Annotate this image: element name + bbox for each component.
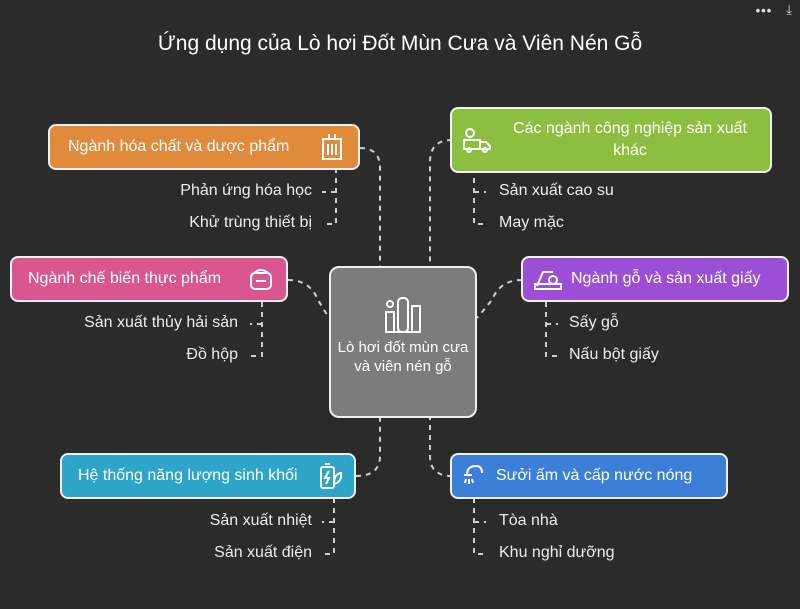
energy-item-2: Sản xuất điện bbox=[214, 544, 312, 561]
building-icon bbox=[320, 133, 344, 161]
branch-energy: Hệ thống năng lượng sinh khối bbox=[60, 453, 356, 499]
eco-battery-icon bbox=[318, 462, 344, 490]
connector-industry bbox=[429, 139, 453, 266]
branch-heating-label: Sưởi ấm và cấp nước nóng bbox=[496, 467, 693, 484]
center-node: Lò hơi đốt mùn cưa và viên nén gỗ bbox=[329, 266, 477, 418]
connector-industry-items bbox=[473, 168, 486, 225]
diagram-title: Ứng dụng của Lò hơi Đốt Mùn Cưa và Viên … bbox=[157, 32, 643, 55]
center-label: Lò hơi đốt mùn cưa và viên nén gỗ bbox=[337, 339, 469, 375]
connector-chemical bbox=[359, 147, 381, 266]
branch-chemical-label: Ngành hóa chất và dược phẩm bbox=[68, 138, 290, 155]
connector-wood bbox=[476, 279, 523, 319]
truck-gear-icon bbox=[462, 126, 492, 154]
heating-item-1: Tòa nhà bbox=[499, 512, 558, 529]
connector-food-items bbox=[250, 302, 263, 357]
rice-cooker-icon bbox=[248, 266, 274, 292]
connector-wood-items bbox=[545, 302, 558, 357]
branch-food: Ngành chế biến thực phẩm bbox=[10, 256, 288, 302]
connector-food bbox=[287, 279, 330, 319]
wood-item-2: Nấu bột giấy bbox=[569, 346, 659, 363]
branch-food-label: Ngành chế biến thực phẩm bbox=[28, 270, 222, 287]
food-item-2: Đồ hộp bbox=[186, 346, 238, 363]
industry-item-1: Sản xuất cao su bbox=[499, 182, 614, 199]
factory-icon bbox=[331, 290, 475, 336]
energy-item-1: Sản xuất nhiệt bbox=[209, 512, 312, 529]
branch-chemical: Ngành hóa chất và dược phẩm bbox=[48, 124, 360, 170]
connector-chemical-items bbox=[322, 168, 337, 225]
industry-item-2: May mặc bbox=[499, 214, 564, 231]
more-icon[interactable]: ••• bbox=[755, 2, 773, 18]
food-item-1: Sản xuất thủy hải sản bbox=[84, 314, 238, 331]
connector-energy-items bbox=[322, 498, 335, 555]
wood-item-1: Sấy gỗ bbox=[569, 314, 619, 331]
download-icon[interactable]: ⤓ bbox=[786, 2, 792, 17]
branch-energy-label: Hệ thống năng lượng sinh khối bbox=[78, 467, 298, 484]
branch-heating: Sưởi ấm và cấp nước nóng bbox=[450, 453, 728, 499]
chemical-item-1: Phản ứng hóa học bbox=[180, 182, 312, 199]
branch-wood-label: Ngành gỗ và sản xuất giấy bbox=[571, 270, 761, 287]
chemical-item-2: Khử trùng thiết bị bbox=[189, 214, 312, 231]
connector-heating bbox=[429, 418, 453, 477]
window-toolbar: ••• ⤓ bbox=[756, 0, 792, 20]
heating-item-2: Khu nghỉ dưỡng bbox=[499, 544, 615, 561]
branch-industry-label: Các ngành công nghiệp sản xuất khác bbox=[513, 120, 747, 159]
shower-icon bbox=[462, 463, 486, 489]
branch-wood: Ngành gỗ và sản xuất giấy bbox=[521, 256, 789, 302]
sawmill-icon bbox=[533, 266, 563, 292]
connector-heating-items bbox=[473, 498, 486, 555]
branch-industry: Các ngành công nghiệp sản xuất khác bbox=[450, 107, 772, 173]
connector-energy bbox=[355, 418, 381, 477]
